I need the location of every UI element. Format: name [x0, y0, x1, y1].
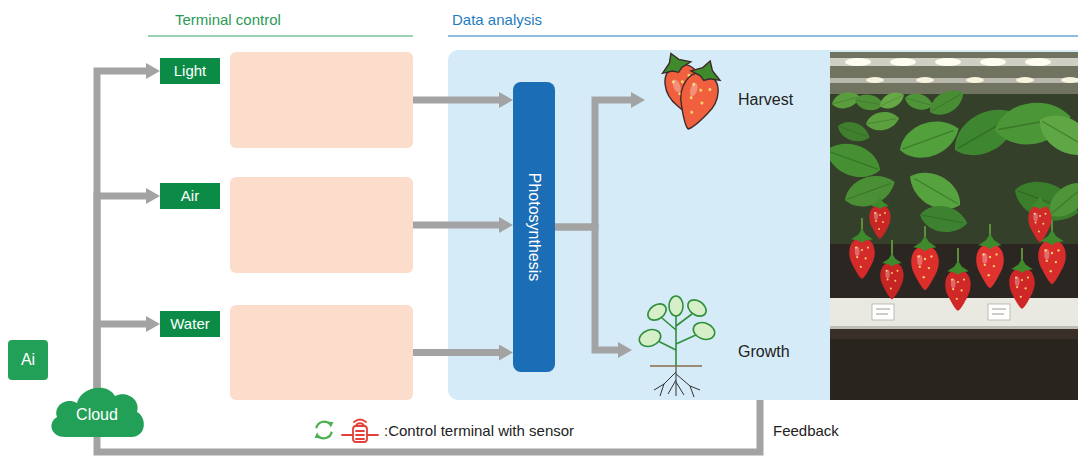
- terminal-panel: Water: [230, 305, 413, 400]
- flow-arrow: [97, 324, 146, 396]
- node-label: Light: [160, 58, 220, 84]
- node-label: Air: [160, 183, 220, 209]
- terminal-panel: Light: [230, 52, 413, 148]
- node-label: Water: [160, 311, 220, 337]
- flow-arrow: [97, 400, 760, 452]
- section-underline: [448, 35, 1078, 36]
- node-label: Cloud: [76, 394, 118, 424]
- process-bar: Photosynthesis: [513, 82, 555, 372]
- legend-item: :Control terminal with sensor: [312, 416, 574, 444]
- cloud-outline: [51, 388, 143, 437]
- node-label: Ai: [21, 351, 35, 369]
- edge-label: Feedback: [773, 422, 839, 439]
- node-label: Photosynthesis: [525, 173, 543, 282]
- ai-badge: Ai: [8, 340, 48, 380]
- node-label: Harvest: [738, 91, 793, 109]
- section-underline: [148, 35, 413, 36]
- flow-arrow: [97, 71, 146, 396]
- legend-text: :Control terminal with sensor: [384, 422, 574, 439]
- section-heading: Terminal control: [175, 11, 281, 28]
- legend-symbol: [312, 416, 382, 444]
- cloud-shape: Cloud: [47, 380, 147, 438]
- analysis-panel: Data analysisPhotosynthesisHarvestGrowth: [448, 50, 1078, 400]
- node-label: Growth: [738, 343, 790, 361]
- output-node: Harvest: [645, 60, 815, 140]
- terminal-panel: Air: [230, 177, 413, 273]
- output-node: Growth: [632, 300, 812, 400]
- legend-symbol: [315, 421, 334, 438]
- node-label: Data analysis: [452, 11, 542, 28]
- section-underline: [148, 36, 1078, 37]
- flow-arrow: [97, 196, 146, 396]
- legend-symbol: [342, 420, 378, 443]
